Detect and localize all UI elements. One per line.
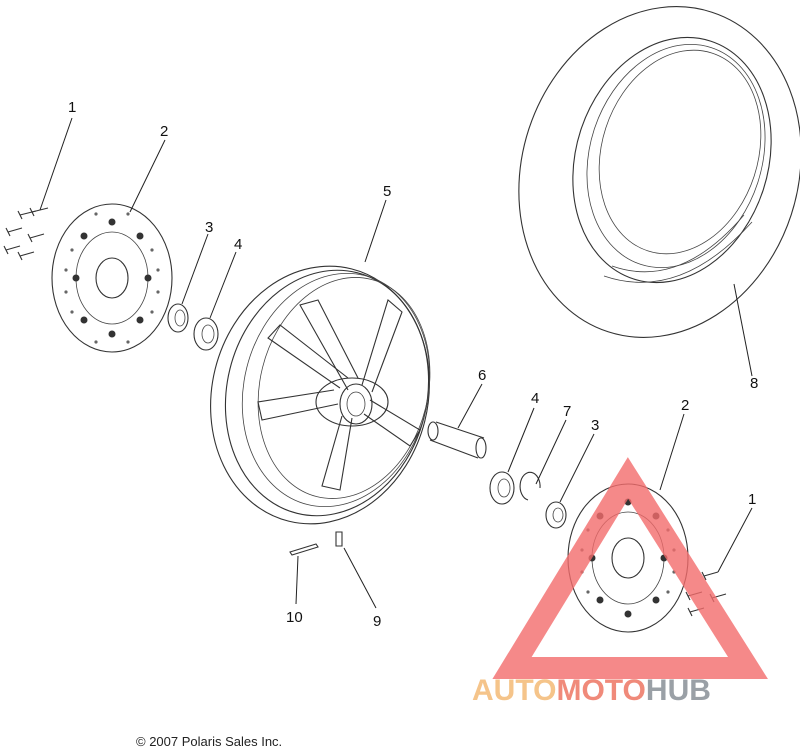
callout-6: 6 bbox=[478, 367, 486, 384]
leader-lines bbox=[39, 117, 753, 609]
bearing-right-part-4 bbox=[489, 471, 515, 505]
valve-stem-part-9 bbox=[335, 531, 343, 547]
circlip-part-7 bbox=[519, 471, 541, 501]
callout-1-left: 1 bbox=[68, 99, 76, 116]
seal-right-part-3 bbox=[545, 501, 567, 529]
watermark-auto: AUTO bbox=[472, 674, 556, 707]
tire-part-8 bbox=[518, 6, 800, 338]
axle-spacer-part-6 bbox=[427, 421, 487, 459]
automotohub-watermark-logo: AUTOMOTOHUB bbox=[472, 457, 768, 707]
watermark-moto: MOTO bbox=[556, 674, 645, 707]
callout-2-left: 2 bbox=[160, 123, 168, 140]
bolts-left-part-1 bbox=[3, 207, 49, 261]
wheel-weight-part-10 bbox=[289, 543, 319, 556]
brake-disc-left-part-2 bbox=[51, 203, 173, 353]
watermark-hub: HUB bbox=[646, 674, 711, 707]
callout-9: 9 bbox=[373, 613, 381, 630]
callout-2-right: 2 bbox=[681, 397, 689, 414]
copyright-notice: © 2007 Polaris Sales Inc. bbox=[136, 734, 283, 749]
callout-4-left: 4 bbox=[234, 236, 242, 253]
bearing-left-part-4 bbox=[193, 317, 219, 351]
callout-3-left: 3 bbox=[205, 219, 213, 236]
wheel-rim-part-5 bbox=[210, 265, 431, 525]
callout-10: 10 bbox=[286, 609, 303, 626]
callout-7: 7 bbox=[563, 403, 571, 420]
callout-4-right: 4 bbox=[531, 390, 539, 407]
callout-1-right: 1 bbox=[748, 491, 756, 508]
callout-3-right: 3 bbox=[591, 417, 599, 434]
callout-5: 5 bbox=[383, 183, 391, 200]
seal-left-part-3 bbox=[167, 303, 189, 333]
svg-text:AUTOMOTOHUB: AUTOMOTOHUB bbox=[472, 674, 711, 707]
callout-8: 8 bbox=[750, 375, 758, 392]
